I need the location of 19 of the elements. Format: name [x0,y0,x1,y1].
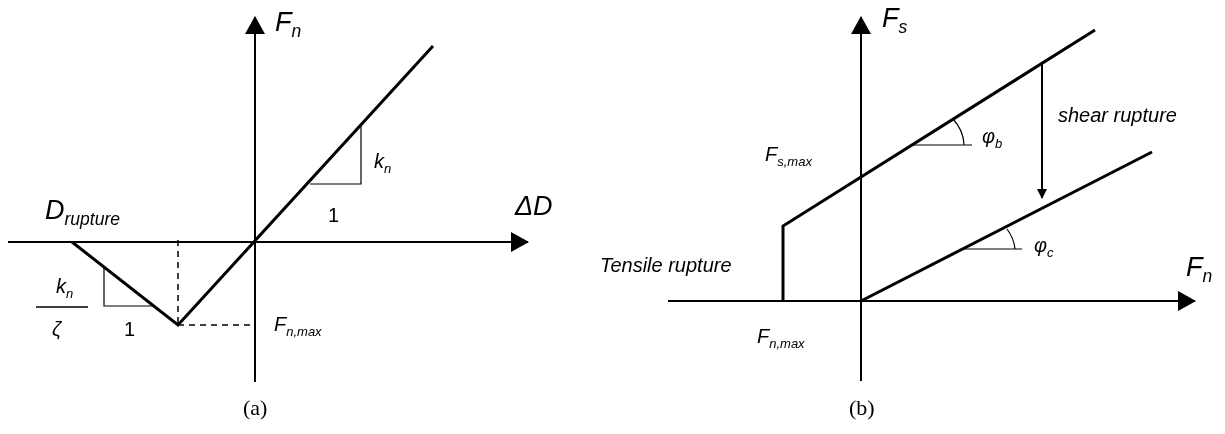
slope-label: 1 [328,204,340,226]
panel-caption: (a) [243,396,268,421]
panel-caption: (b) [849,396,875,421]
axis-label: F$_{s}$ [882,4,908,38]
axis-label: F$_{n}$ [1186,253,1213,287]
slope-label: 1 [124,318,136,340]
slope-label: k$_{n}$ [374,150,392,177]
point-label: F$_{s,max}$ [765,143,812,170]
point-label: F$_{n,max}$ [757,325,805,352]
point-label: D$_{rupture}$ [45,196,121,230]
region-label: Tensile rupture [600,254,732,276]
angle-label: φ$_{c}$ [1034,234,1054,261]
slope-label: ζ [52,318,62,340]
point-label: F$_{n,max}$ [274,313,322,340]
angle-label: φ$_{b}$ [982,125,1003,152]
axis-label: F$_{n}$ [275,8,302,42]
axis-label: ΔD [515,192,553,222]
region-label: shear rupture [1058,104,1177,126]
slope-label: k$_{n}$ [56,275,74,302]
